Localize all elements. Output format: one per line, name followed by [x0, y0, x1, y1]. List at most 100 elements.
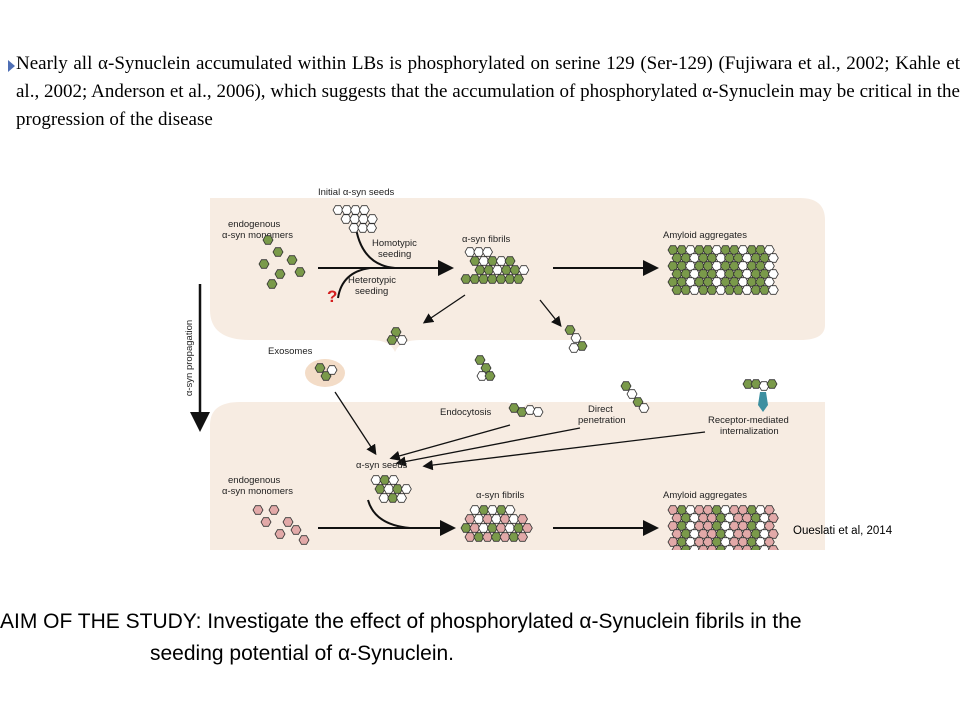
aggregate-bottom-hex: [767, 529, 779, 539]
fibril-bottom-hex: [482, 532, 493, 542]
propagation-diagram: α-syn propagation Initial α-syn seeds en…: [184, 187, 825, 550]
seed-bottom-hex: [370, 475, 382, 485]
seed-hex: [350, 205, 361, 215]
endocytosis-hex: [524, 405, 536, 415]
fibril-release-arrow-left: [422, 294, 466, 324]
bullet-arrow-icon: [8, 60, 15, 72]
fibril-hex: [478, 256, 490, 266]
fibril-bottom-hex: [490, 514, 502, 524]
aggregates-top-label: Amyloid aggregates: [663, 230, 747, 241]
endogenous-top-label-2: α-syn monomers: [222, 230, 293, 241]
receptor-label-1: Receptor-mediated: [708, 415, 789, 426]
aim-line-1: AIM OF THE STUDY: Investigate the effect…: [0, 610, 802, 633]
fibril-bottom-hex: [499, 532, 511, 542]
penetration-hex: [626, 389, 638, 399]
direct-label-1: Direct: [588, 404, 613, 415]
seed-bottom-hex: [383, 484, 395, 494]
fibrils-bottom-label: α-syn fibrils: [476, 490, 524, 501]
endogenous-bottom-label-2: α-syn monomers: [222, 486, 293, 497]
fibril-bottom-hex: [521, 523, 533, 533]
extracellular-hex: [474, 355, 486, 365]
aggregate-hex: [759, 285, 770, 295]
aggregate-hex: [671, 285, 683, 295]
fibril-bottom-hex: [490, 532, 502, 542]
fibril-hex: [478, 274, 489, 284]
aggregate-hex: [763, 245, 775, 255]
homotypic-label-1: Homotypic: [372, 238, 417, 249]
seed-bottom-hex: [374, 484, 386, 494]
exosome-arrow: [334, 391, 377, 456]
receptor-hex: [742, 379, 754, 389]
fibril-bottom-hex: [504, 505, 516, 515]
initial-seeds-label: Initial α-syn seeds: [318, 187, 394, 198]
seed-bottom-hex: [392, 484, 403, 494]
monomer-green: [274, 269, 286, 279]
monomer-pink: [282, 517, 294, 527]
released-hex: [390, 327, 402, 337]
extracellular-hex: [484, 371, 496, 381]
seed-hex: [340, 214, 352, 224]
question-mark: ?: [327, 287, 337, 306]
aggregate-bottom-hex: [732, 545, 744, 550]
seed-hex: [358, 205, 370, 215]
heterotypic-curve: [337, 267, 371, 299]
fibril-hex: [483, 265, 495, 275]
fibril-hex: [504, 274, 516, 284]
monomer-green: [262, 235, 274, 245]
fibril-bottom-hex: [473, 532, 485, 542]
aggregate-hex: [680, 285, 692, 295]
receptor-label-2: internalization: [720, 426, 779, 437]
fibril-bottom-hex: [486, 523, 498, 533]
aggregate-bottom-hex: [671, 545, 683, 550]
aggregate-hex: [763, 261, 775, 271]
aggregate-bottom-hex: [741, 545, 753, 550]
fibril-hex: [474, 265, 486, 275]
aggregate-hex: [732, 285, 744, 295]
receptor-hex: [750, 379, 762, 389]
aggregate-hex: [697, 285, 709, 295]
endogenous-top-label-1: endogenous: [228, 219, 281, 230]
fibril-hex: [473, 247, 485, 257]
aggregate-bottom-hex: [724, 545, 735, 550]
monomer-pink: [290, 525, 302, 535]
intro-paragraph: Nearly all α-Synuclein accumulated withi…: [16, 53, 960, 130]
monomer-pink: [274, 529, 286, 539]
fibril-hex: [487, 256, 498, 266]
aggregate-bottom-hex: [767, 513, 779, 523]
aggregate-hex: [715, 285, 727, 295]
monomer-green: [266, 279, 278, 289]
extracellular-hex: [480, 363, 492, 373]
seed-hex: [332, 205, 344, 215]
monomer-pink: [268, 505, 280, 515]
exosomes-label: Exosomes: [268, 346, 313, 357]
fibril-hex: [495, 274, 507, 284]
fibril-hex: [518, 265, 530, 275]
fibril-bottom-hex: [495, 505, 507, 515]
aggregate-bottom-hex: [750, 545, 762, 550]
aggregate-bottom-hex: [680, 545, 692, 550]
released-hex: [396, 335, 408, 345]
exosome-hex: [314, 363, 326, 373]
fibril-release-arrow-right: [539, 299, 562, 328]
endogenous-bottom-label-1: endogenous: [228, 475, 281, 486]
aggregate-hex: [767, 269, 779, 279]
fibril-hex: [469, 256, 481, 266]
receptor-icon: [758, 392, 768, 412]
aggregate-hex: [767, 253, 779, 263]
citation: Oueslati et al, 2014: [793, 525, 893, 537]
fibril-hex: [495, 256, 507, 266]
aggregate-bottom-hex: [706, 545, 718, 550]
monomer-pink: [260, 517, 272, 527]
aggregate-bottom-hex: [763, 505, 775, 515]
seed-hex: [358, 214, 369, 224]
aggregate-hex: [767, 285, 779, 295]
aggregate-bottom-hex: [759, 545, 770, 550]
seed-hex: [341, 205, 353, 215]
heterotypic-label-2: seeding: [355, 286, 388, 297]
monomer-green: [294, 267, 306, 277]
aggregate-hex: [689, 285, 700, 295]
monomer-green: [272, 247, 284, 257]
fibril-bottom-hex: [499, 514, 511, 524]
seed-hex: [366, 223, 377, 233]
propagation-label: α-syn propagation: [184, 320, 195, 396]
